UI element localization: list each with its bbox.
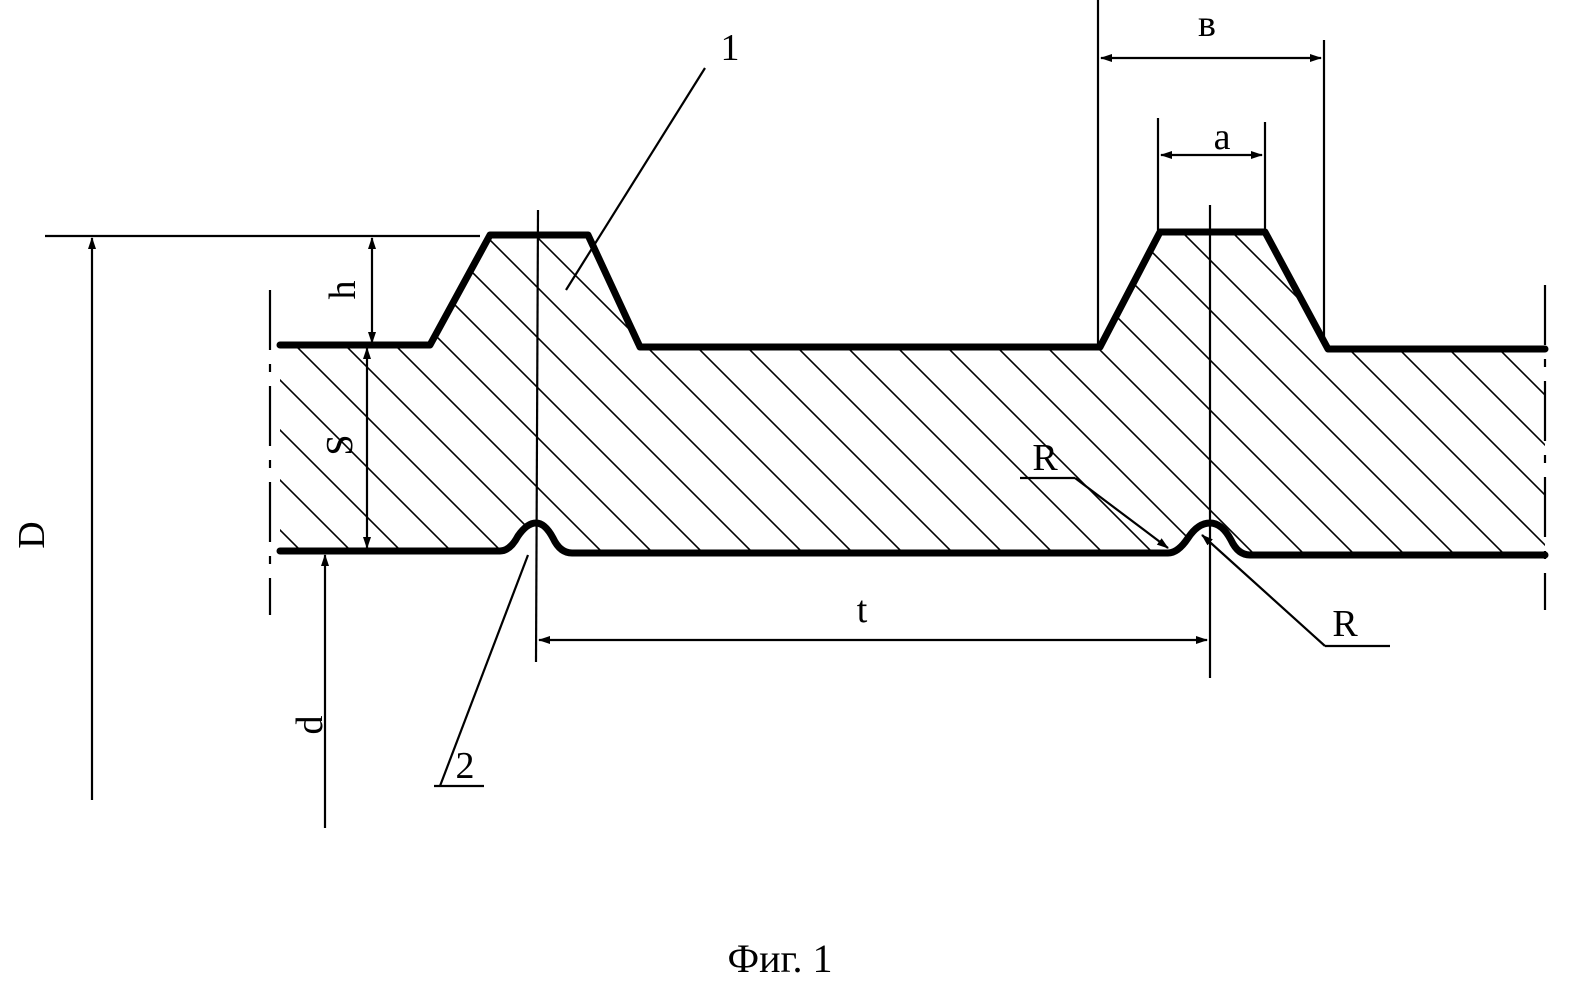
hatch-line: [1350, 200, 1589, 600]
label-h: h: [322, 281, 364, 300]
label-r-lower: R: [1332, 603, 1358, 645]
hatch-line: [650, 200, 1050, 600]
hatch-line: [900, 200, 1300, 600]
label-r-upper: R: [1032, 437, 1058, 479]
hatch-line: [50, 200, 450, 600]
label-b: в: [1198, 3, 1216, 45]
label-d-outer: D: [11, 521, 53, 548]
hatch-line: [600, 200, 1000, 600]
hatch-line: [550, 200, 950, 600]
figure-caption: Фиг. 1: [728, 936, 833, 981]
hatch-line: [200, 200, 600, 600]
t-left-axis-line: [536, 210, 538, 662]
hatch-line: [0, 200, 400, 600]
inner-profile-line: [280, 523, 1545, 555]
hatch-line: [100, 200, 500, 600]
label-part-1: 1: [721, 27, 740, 69]
hatch-line: [250, 200, 650, 600]
label-part-2: 2: [456, 745, 475, 787]
hatch-line: [1050, 200, 1450, 600]
hatch-line: [500, 200, 900, 600]
r-upper-leader-line: [1075, 478, 1168, 548]
part-2-leader-line: [440, 555, 528, 786]
hatch-line: [750, 200, 1150, 600]
hatch-line: [300, 200, 700, 600]
label-a: a: [1214, 116, 1231, 158]
part-1-leader-line: [566, 68, 705, 290]
hatch-line: [1450, 200, 1589, 600]
hatch-line: [800, 200, 1200, 600]
hatch-line: [1100, 200, 1500, 600]
hatch-line: [450, 200, 850, 600]
hatch-line: [1550, 200, 1589, 600]
hatch-line: [700, 200, 1100, 600]
label-s: S: [319, 434, 361, 455]
label-d-inner: d: [289, 716, 331, 735]
hatch-line: [1400, 200, 1589, 600]
hatch-line: [350, 200, 750, 600]
hatch-line: [950, 200, 1350, 600]
outer-profile-line: [280, 232, 1545, 349]
hatch-line: [150, 200, 550, 600]
section-hatching: [0, 200, 1589, 600]
hatch-line: [1000, 200, 1400, 600]
hatch-line: [1200, 200, 1589, 600]
label-t: t: [857, 589, 868, 631]
